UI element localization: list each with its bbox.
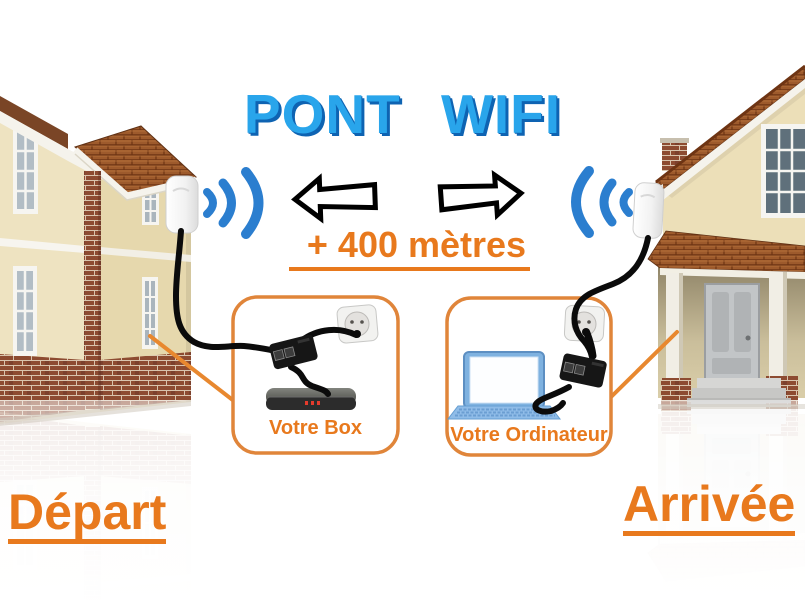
poe-adapter-icon	[269, 334, 318, 370]
right-box-label: Votre Ordinateur	[450, 424, 608, 446]
distance-label-text: + 400 mètres	[288, 224, 531, 271]
window	[761, 124, 805, 218]
left-callout-line	[148, 334, 236, 403]
poe-adapter-icon	[559, 353, 607, 388]
window	[13, 266, 37, 356]
router-icon	[266, 388, 356, 410]
window	[142, 277, 158, 349]
right-house	[647, 64, 805, 411]
network-cables	[173, 228, 651, 415]
left-wifi-waves-icon	[203, 167, 264, 239]
laptop-icon	[446, 351, 562, 420]
destination-caption: Arrivée	[623, 479, 796, 536]
power-outlet-icon	[563, 304, 606, 343]
right-callout-line	[609, 330, 679, 399]
left-house	[0, 96, 198, 424]
distance-label: + 400 mètres	[0, 224, 805, 271]
right-wifi-waves-icon	[571, 166, 633, 238]
source-caption: Départ	[8, 487, 167, 544]
page-title: PONT WIFI	[243, 83, 562, 145]
right-wifi-antenna-icon	[632, 182, 665, 239]
arrow-left-icon	[291, 173, 378, 224]
left-box-label: Votre Box	[269, 417, 362, 439]
arrow-right-icon	[437, 169, 525, 221]
door	[704, 283, 760, 383]
